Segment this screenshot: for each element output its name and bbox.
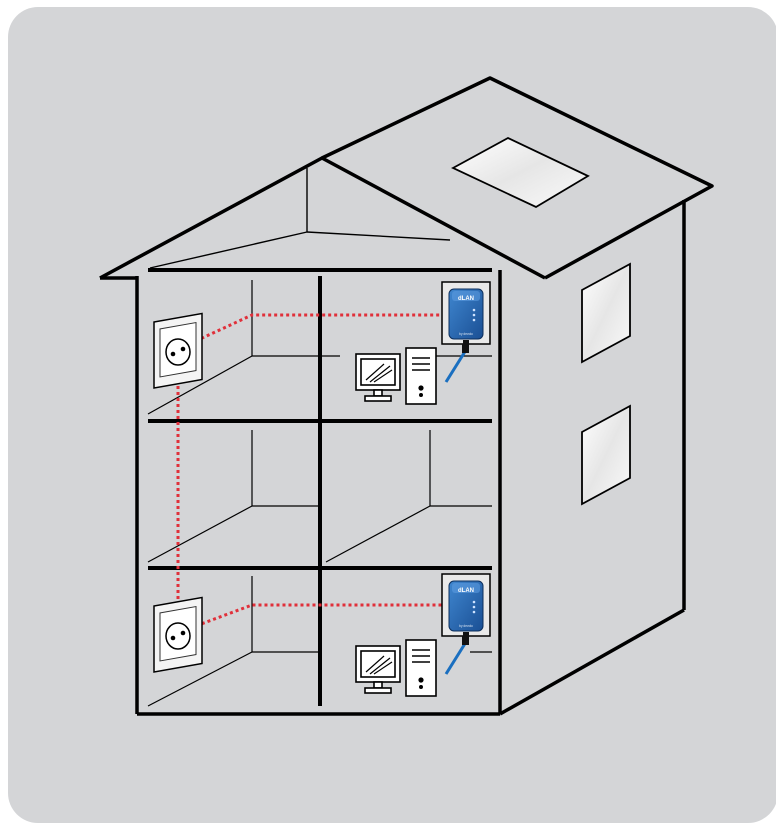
adapter-brand: dLAN: [458, 296, 474, 302]
computer-icon: [356, 640, 436, 696]
desktop-computer-upper: [356, 348, 436, 404]
powerline-adapter-upper: dLAN by devolo: [442, 282, 490, 348]
computer-icon: [356, 348, 436, 404]
plug-adapter-icon: dLAN by devolo: [449, 289, 483, 339]
wall-socket-upper: [154, 314, 202, 388]
adapter-brand: dLAN: [458, 588, 474, 594]
power-socket-icon: [166, 339, 190, 365]
roof-skylight: [453, 138, 588, 207]
side-window-lower: [582, 406, 630, 504]
wall-socket-lower: [154, 598, 202, 672]
powerline-adapter-lower: dLAN by devolo: [442, 574, 490, 640]
adapter-caption: by devolo: [459, 332, 473, 336]
power-socket-icon: [166, 623, 190, 649]
side-window-upper: [582, 264, 630, 362]
adapter-caption: by devolo: [459, 624, 473, 628]
plug-adapter-icon: dLAN by devolo: [449, 581, 483, 631]
attic-lines: [150, 168, 450, 268]
desktop-computer-lower: [356, 640, 436, 696]
